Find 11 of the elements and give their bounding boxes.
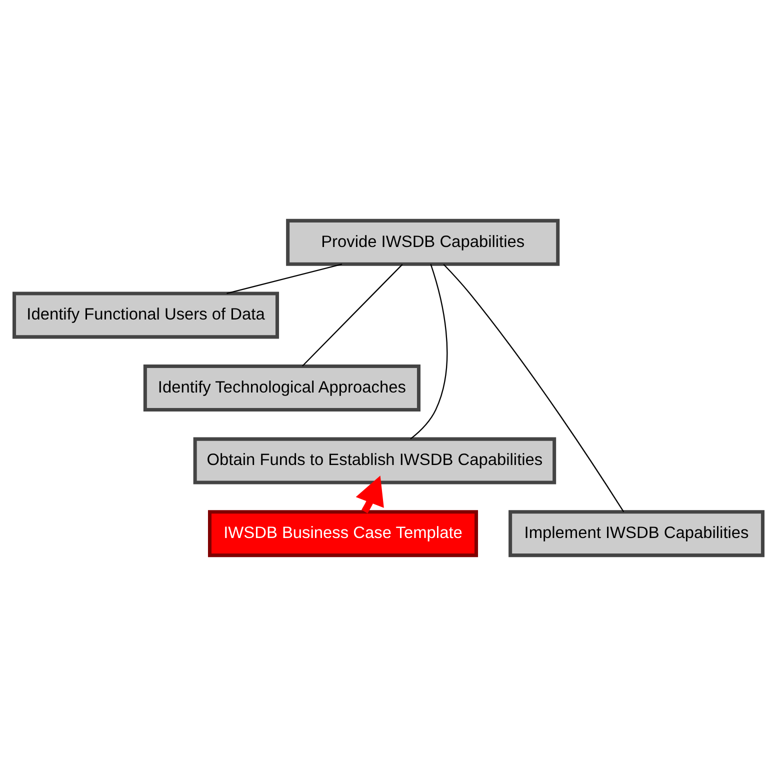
- connector: [226, 263, 342, 294]
- connector: [302, 264, 402, 366]
- arrow: [355, 475, 384, 513]
- node-box: Obtain Funds to Establish IWSDB Capabilities: [192, 436, 556, 484]
- connector: [442, 263, 624, 512]
- node-box: Identify Technological Approaches: [142, 364, 420, 411]
- node-box: Implement IWSDB Capabilities: [508, 510, 764, 557]
- node-box: Provide IWSDB Capabilities: [286, 218, 560, 266]
- connector: [410, 264, 448, 439]
- node-box: IWSDB Business Case Template: [208, 510, 478, 557]
- node-box: Identify Functional Users of Data: [12, 291, 279, 338]
